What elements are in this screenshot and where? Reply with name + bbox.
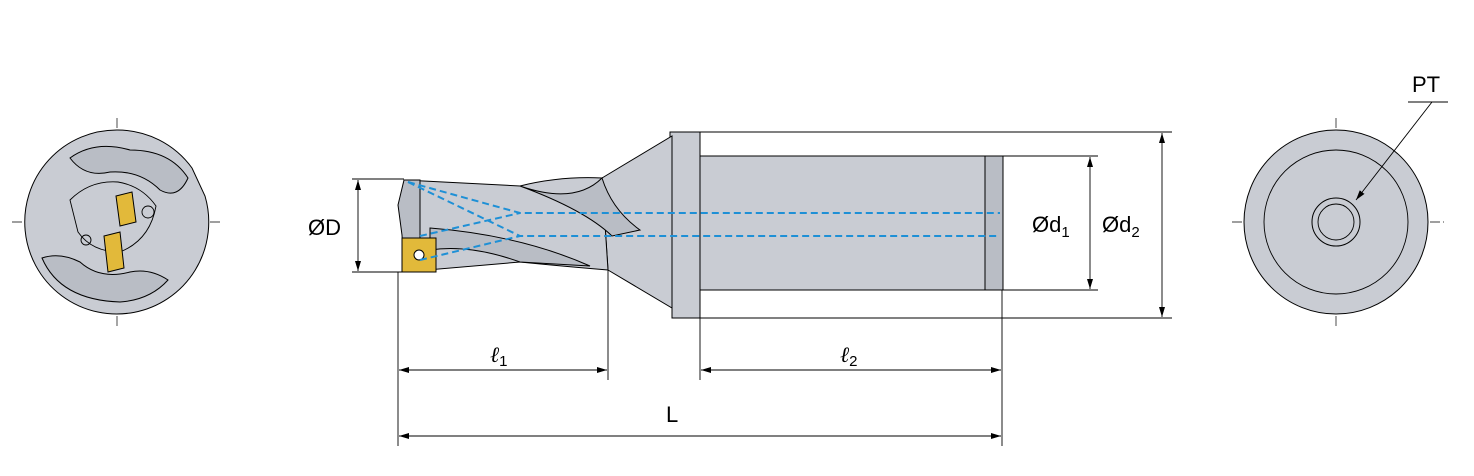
shank-end-chamfer (984, 155, 1004, 291)
flute-lower (41, 255, 169, 303)
coolant-channel-lower (419, 235, 1000, 261)
flute-groove (519, 177, 642, 237)
coolant-hole-right (141, 205, 155, 219)
rear-view-inner-ring (1263, 149, 1409, 295)
label-L: L (666, 402, 678, 427)
front-insert-lower (103, 231, 125, 273)
coolant-channel-cross2 (407, 181, 521, 237)
label-l1: ℓ1 (490, 343, 508, 370)
label-d2: Ød2 (1102, 212, 1140, 241)
label-l2: ℓ2 (840, 343, 858, 370)
core-web (69, 181, 157, 253)
label-D: ØD (308, 215, 341, 240)
pt-leader (1355, 101, 1433, 201)
rear-end-view (1232, 101, 1448, 326)
front-insert-upper (115, 191, 137, 227)
pt-port-outer (1311, 197, 1361, 247)
side-view (352, 131, 1172, 446)
coolant-hole-left (80, 234, 92, 246)
label-d1: Ød1 (1032, 212, 1070, 241)
coolant-channel-cross1 (419, 212, 521, 237)
pt-port-inner (1317, 203, 1355, 241)
flute-upper (69, 145, 189, 194)
flute-groove-lower (429, 227, 591, 267)
front-end-view (12, 118, 222, 326)
label-PT: PT (1412, 72, 1440, 97)
side-insert (401, 237, 437, 273)
shank (699, 155, 1001, 291)
insert-screw (413, 249, 425, 261)
